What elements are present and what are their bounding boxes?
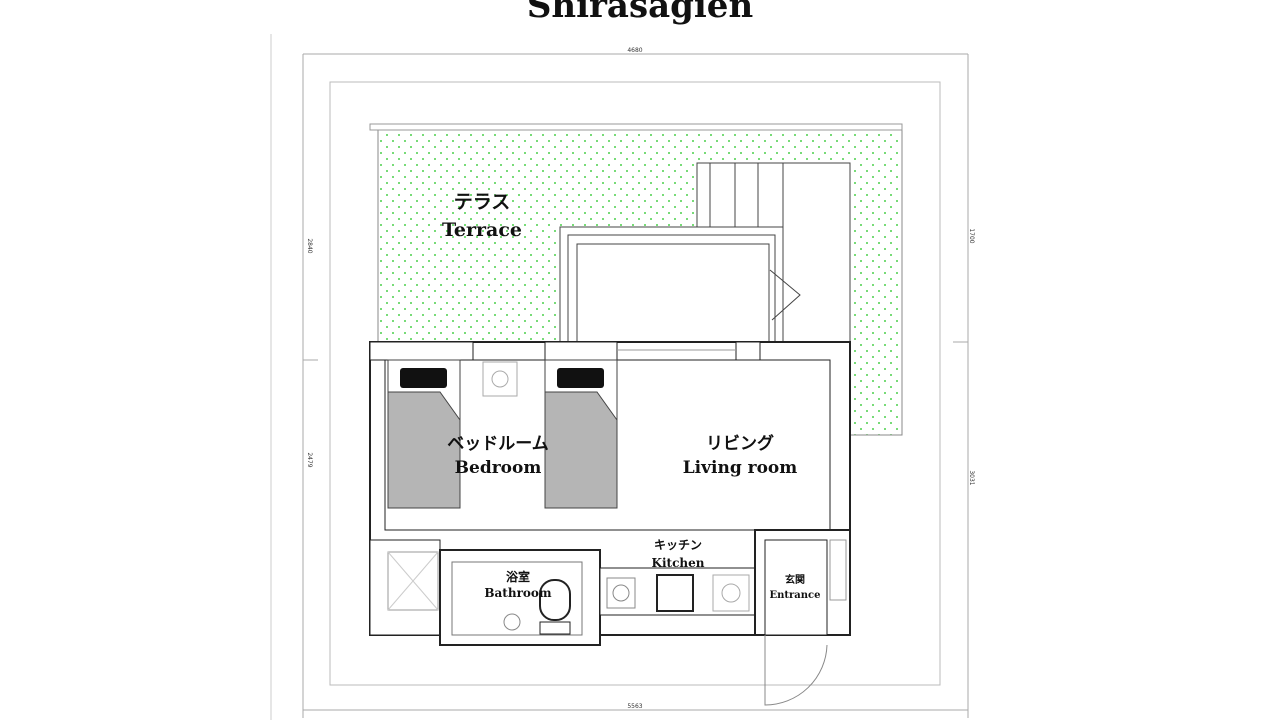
terrace-label-en: Terrace bbox=[442, 219, 522, 241]
page-title: Shirasagien bbox=[526, 0, 754, 26]
entrance-label-ja: 玄関 bbox=[785, 573, 805, 586]
dim-right-lower: 3031 bbox=[968, 470, 975, 485]
bed-left bbox=[387, 359, 461, 509]
bed-right bbox=[544, 359, 618, 509]
entrance-label-en: Entrance bbox=[770, 590, 821, 601]
kitchen-label-en: Kitchen bbox=[652, 556, 705, 570]
terrace-edge bbox=[369, 123, 903, 131]
living-label-ja: リビング bbox=[706, 433, 774, 454]
staircase bbox=[559, 162, 851, 343]
kitchen-label-ja: キッチン bbox=[654, 538, 702, 552]
dim-left-lower: 2479 bbox=[306, 452, 313, 467]
bedroom-label-en: Bedroom bbox=[455, 458, 542, 478]
living-label-en: Living room bbox=[683, 458, 798, 478]
dim-left-upper: 2840 bbox=[306, 238, 313, 253]
dim-top: 4680 bbox=[627, 47, 642, 54]
bathroom-label-en: Bathroom bbox=[484, 586, 552, 600]
terrace-label-ja: テラス bbox=[454, 191, 511, 213]
dimension-lines bbox=[302, 53, 969, 718]
toilet-icon bbox=[539, 579, 571, 621]
dim-right-upper: 1700 bbox=[968, 228, 975, 243]
site-boundary bbox=[329, 81, 941, 686]
dim-bottom: 5563 bbox=[627, 703, 642, 710]
bedroom-label-ja: ベッドルーム bbox=[447, 434, 549, 454]
bathroom-label-ja: 浴室 bbox=[506, 569, 530, 584]
